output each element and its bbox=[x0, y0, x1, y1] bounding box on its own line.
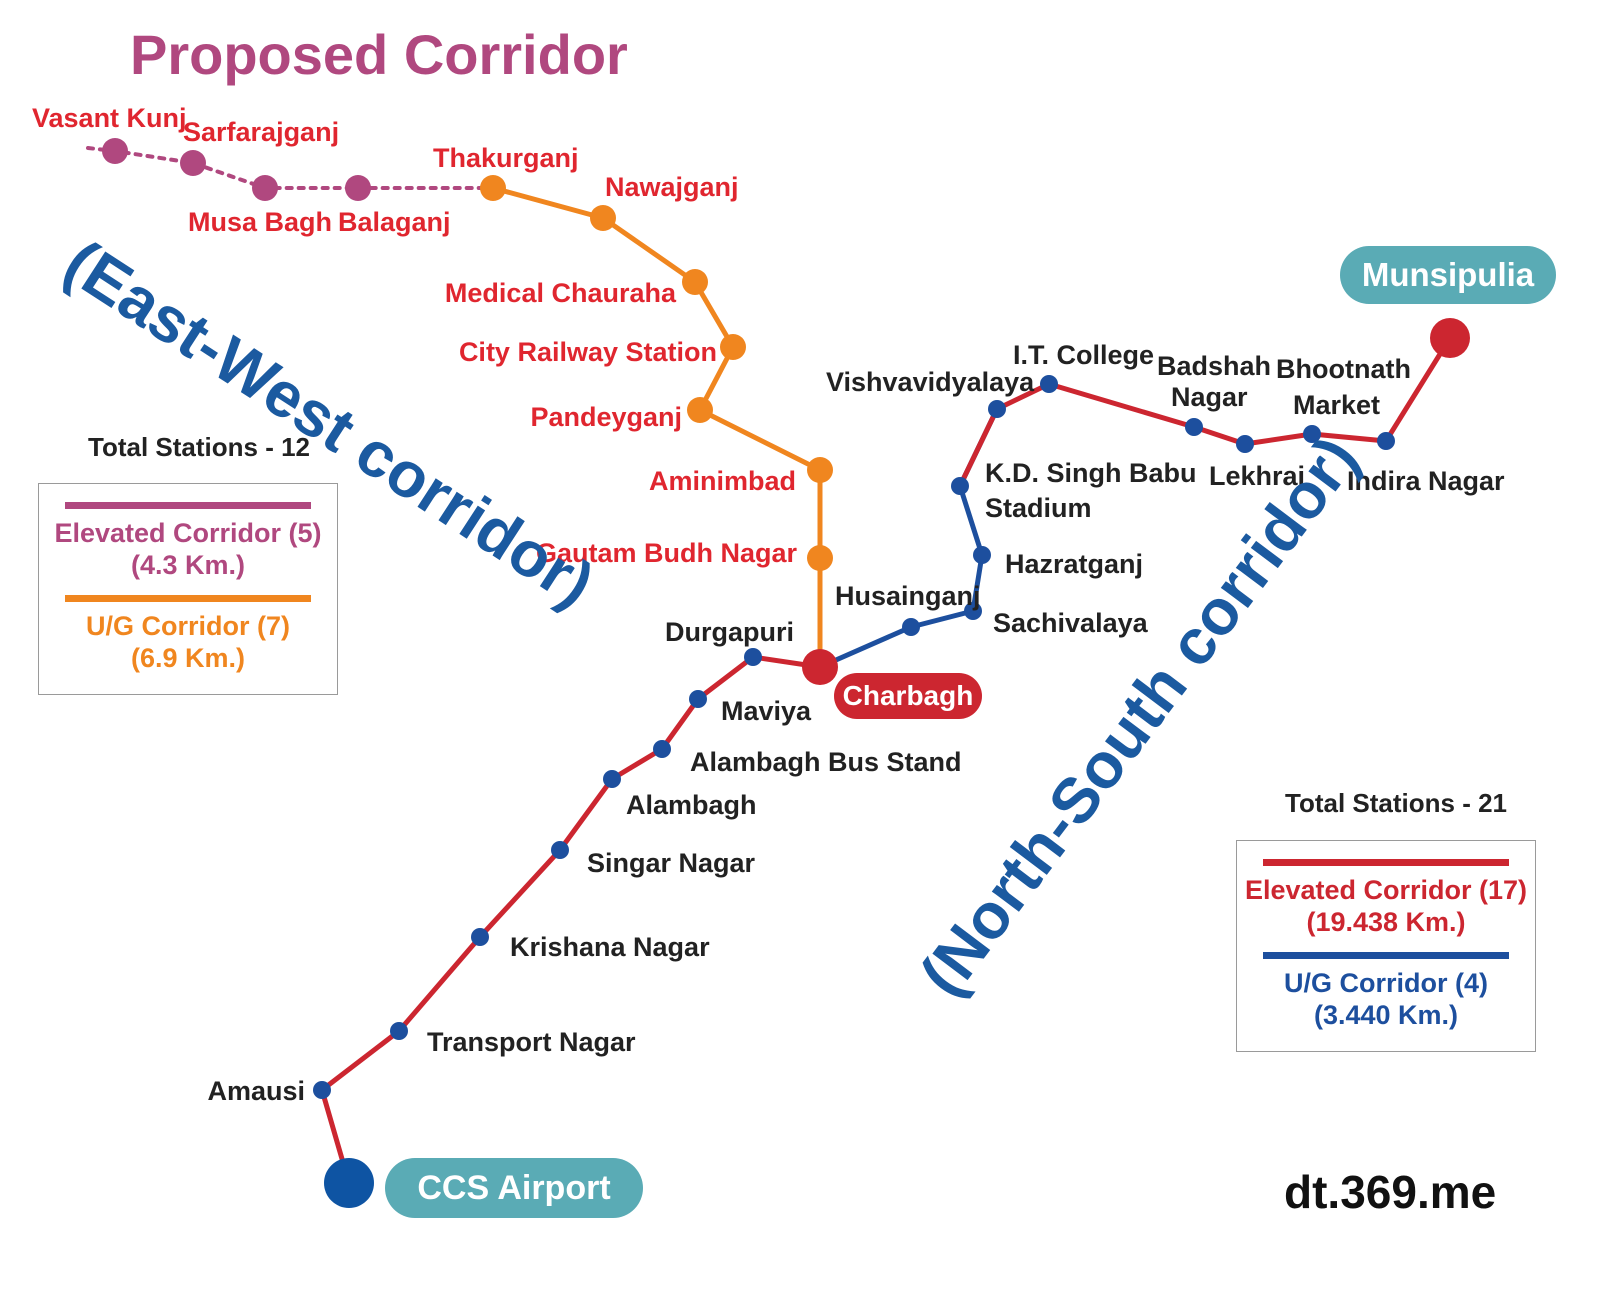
station-dot-ew-ug[interactable] bbox=[480, 175, 506, 201]
station-dot-ns[interactable] bbox=[1303, 425, 1321, 443]
station-dot-ns[interactable] bbox=[1377, 432, 1395, 450]
station-dot-ns[interactable] bbox=[1236, 435, 1254, 453]
ns-legend: Elevated Corridor (17) (19.438 Km.) U/G … bbox=[1236, 840, 1536, 1052]
station-dot-ns[interactable] bbox=[902, 618, 920, 636]
station-dot-ns[interactable] bbox=[471, 928, 489, 946]
ew-total-stations: Total Stations - 12 bbox=[88, 432, 310, 462]
station-dot-ns[interactable] bbox=[390, 1022, 408, 1040]
ns-elevated-north-line bbox=[957, 335, 1453, 489]
station-label-maviya: Maviya bbox=[721, 696, 812, 726]
station-dot-ew-ug[interactable] bbox=[807, 545, 833, 571]
watermark: dt.369.me bbox=[1284, 1166, 1497, 1218]
ns-elevated-distance: (19.438 Km.) bbox=[1306, 907, 1466, 937]
station-dot-ns[interactable] bbox=[1185, 418, 1203, 436]
station-label-pandeyganj: Pandeyganj bbox=[530, 402, 682, 432]
station-dot-ns[interactable] bbox=[551, 841, 569, 859]
station-label-kd-singh-babu: K.D. Singh Babu bbox=[985, 458, 1197, 488]
station-label-vasant-kunj: Vasant Kunj bbox=[32, 103, 187, 133]
station-label-musa-bagh: Musa Bagh bbox=[188, 207, 332, 237]
station-label-market: Market bbox=[1293, 390, 1380, 420]
station-dot-proposed[interactable] bbox=[345, 175, 371, 201]
ns-elevated-south-line bbox=[319, 654, 823, 1186]
ew-ug-swatch bbox=[65, 595, 311, 602]
ew-legend: Elevated Corridor (5) (4.3 Km.) U/G Corr… bbox=[38, 483, 338, 695]
ns-ug-name: U/G Corridor (4) bbox=[1283, 968, 1488, 998]
page-title: Proposed Corridor bbox=[130, 23, 628, 86]
station-label-nagar: Nagar bbox=[1171, 382, 1248, 412]
ew-elevated-distance: (4.3 Km.) bbox=[130, 550, 246, 580]
terminal-munsipulia[interactable]: Munsipulia bbox=[1340, 246, 1556, 304]
station-dot-proposed[interactable] bbox=[252, 175, 278, 201]
station-dot-ns[interactable] bbox=[689, 690, 707, 708]
station-label-krishana-nagar: Krishana Nagar bbox=[510, 932, 710, 962]
station-label-aminimbad: Aminimbad bbox=[649, 466, 796, 496]
station-dot-ew-ug[interactable] bbox=[682, 269, 708, 295]
station-label-it-college: I.T. College bbox=[1013, 340, 1154, 370]
station-dot-proposed[interactable] bbox=[180, 150, 206, 176]
station-dot-ew-ug[interactable] bbox=[720, 334, 746, 360]
ew-ug-name: U/G Corridor (7) bbox=[85, 611, 290, 641]
station-dot-ns[interactable] bbox=[653, 740, 671, 758]
terminal-ccs-airport-dot[interactable] bbox=[324, 1158, 374, 1208]
station-label-badshah: Badshah bbox=[1157, 351, 1271, 381]
station-label-stadium: Stadium bbox=[985, 493, 1092, 523]
station-label-hazratganj: Hazratganj bbox=[1005, 549, 1143, 579]
ns-ug-distance: (3.440 Km.) bbox=[1313, 1000, 1459, 1030]
interchange-charbagh-dot[interactable] bbox=[802, 649, 838, 685]
station-label-transport-nagar: Transport Nagar bbox=[427, 1027, 636, 1057]
station-label-nawajganj: Nawajganj bbox=[605, 172, 739, 202]
ew-elevated-name: Elevated Corridor (5) bbox=[54, 518, 322, 548]
ns-elevated-name: Elevated Corridor (17) bbox=[1244, 875, 1528, 905]
station-label-vishvavidyalaya: Vishvavidyalaya bbox=[826, 367, 1035, 397]
station-dot-ns[interactable] bbox=[988, 400, 1006, 418]
station-dot-proposed[interactable] bbox=[102, 138, 128, 164]
station-dot-ns[interactable] bbox=[964, 602, 982, 620]
station-label-city-railway-station: City Railway Station bbox=[459, 337, 717, 367]
station-dot-ew-ug[interactable] bbox=[687, 397, 713, 423]
station-label-gautam-budh-nagar: Gautam Budh Nagar bbox=[536, 538, 798, 568]
ew-elevated-swatch bbox=[65, 502, 311, 509]
station-dot-ns[interactable] bbox=[313, 1081, 331, 1099]
ns-ug-swatch bbox=[1263, 952, 1509, 959]
terminal-munsipulia-dot[interactable] bbox=[1430, 318, 1470, 358]
station-dot-ns[interactable] bbox=[1040, 375, 1058, 393]
station-label-medical-chauraha: Medical Chauraha bbox=[445, 278, 677, 308]
station-label-sachivalaya: Sachivalaya bbox=[993, 608, 1149, 638]
station-label-durgapuri: Durgapuri bbox=[665, 617, 794, 647]
station-label-balaganj: Balaganj bbox=[338, 207, 451, 237]
station-label-alambagh-bus-stand: Alambagh Bus Stand bbox=[690, 747, 962, 777]
ew-ug-distance: (6.9 Km.) bbox=[130, 643, 246, 673]
station-dot-ew-ug[interactable] bbox=[590, 205, 616, 231]
station-dot-ns[interactable] bbox=[973, 546, 991, 564]
station-label-husainganj: Husainganj bbox=[835, 581, 981, 611]
station-dot-ns[interactable] bbox=[951, 477, 969, 495]
station-label-amausi: Amausi bbox=[207, 1076, 305, 1106]
station-label-singar-nagar: Singar Nagar bbox=[587, 848, 756, 878]
station-label-lekhraj: Lekhraj bbox=[1209, 461, 1305, 491]
terminal-charbagh[interactable]: Charbagh bbox=[834, 673, 982, 719]
station-dot-ns[interactable] bbox=[744, 648, 762, 666]
station-dot-ew-ug[interactable] bbox=[807, 457, 833, 483]
station-label-sarfarajganj: Sarfarajganj bbox=[183, 117, 339, 147]
terminal-ccs-airport[interactable]: CCS Airport bbox=[385, 1158, 643, 1218]
ns-elevated-swatch bbox=[1263, 859, 1509, 866]
ns-total-stations: Total Stations - 21 bbox=[1285, 788, 1507, 818]
ew-underground-line bbox=[490, 185, 823, 670]
station-dot-ns[interactable] bbox=[603, 770, 621, 788]
station-label-alambagh: Alambagh bbox=[626, 790, 757, 820]
station-label-thakurganj: Thakurganj bbox=[433, 143, 579, 173]
station-label-indira-nagar: Indira Nagar bbox=[1347, 466, 1505, 496]
station-label-bhootnath: Bhootnath bbox=[1276, 354, 1411, 384]
